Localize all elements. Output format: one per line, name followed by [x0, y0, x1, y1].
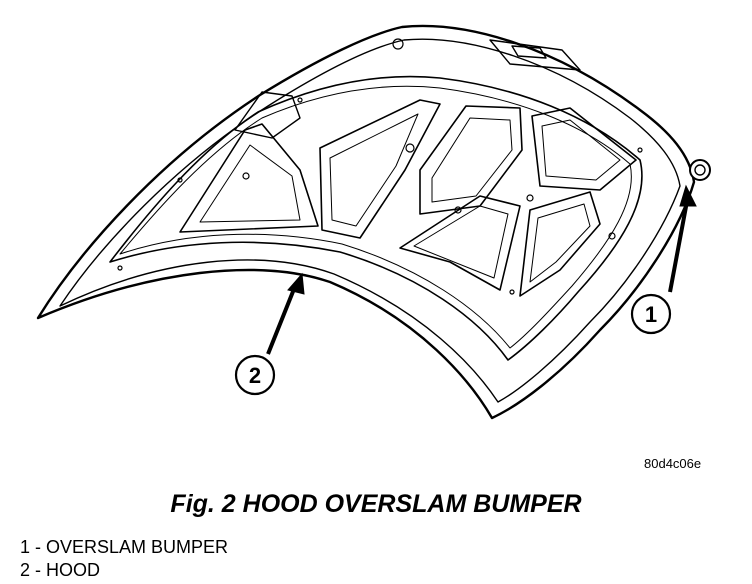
hood-diagram: 1 2 [36, 24, 711, 420]
hinge-left [234, 91, 301, 139]
legend-item-1: 1 - OVERSLAM BUMPER [20, 537, 229, 557]
brace-right [531, 107, 637, 191]
hood-illustration [36, 24, 711, 420]
legend: 1 - OVERSLAM BUMPER 2 - HOOD [20, 536, 228, 582]
brace-center [319, 99, 441, 239]
callout-1 [630, 184, 697, 335]
brace-lower-right [519, 191, 601, 297]
legend-item-2: 2 - HOOD [20, 560, 101, 580]
brace-center-inner [329, 113, 419, 227]
brace-left-inner [199, 144, 301, 223]
hood-inner-lip [59, 38, 681, 403]
brace-left [179, 123, 319, 233]
hood-outer-edge [36, 24, 696, 420]
brace-center-right-inner [431, 117, 513, 203]
callout-2 [234, 272, 305, 396]
inner-frame-rim-2 [119, 85, 632, 349]
image-code: 80d4c06e [644, 456, 702, 471]
callout-1-number: 1 [645, 302, 657, 327]
figure-title: Fig. 2 HOOD OVERSLAM BUMPER [170, 490, 582, 518]
latch-slot [511, 45, 547, 59]
callout-2-number: 2 [249, 363, 261, 388]
brace-lower-right-inner [529, 203, 591, 283]
latch-plate [489, 39, 581, 71]
overslam-bumper [689, 159, 711, 181]
brace-center-right [419, 105, 523, 215]
brace-lower [399, 195, 521, 291]
brace-lower-inner [413, 205, 509, 279]
inner-frame-rim [109, 75, 643, 361]
brace-right-inner [541, 119, 621, 181]
